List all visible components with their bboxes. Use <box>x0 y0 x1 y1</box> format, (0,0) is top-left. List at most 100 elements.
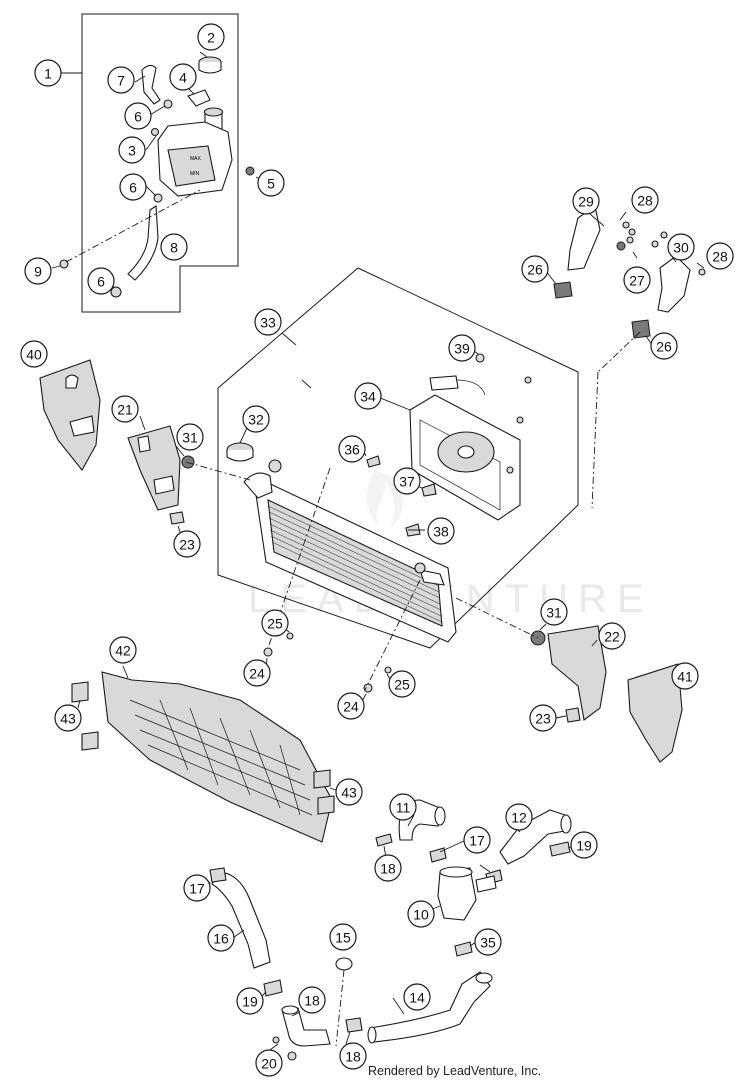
callout-number: 4 <box>179 70 187 86</box>
callout-19: 19 <box>570 831 598 859</box>
callout-18: 18 <box>374 854 402 882</box>
callout-4: 4 <box>169 63 197 91</box>
callout-15: 15 <box>329 923 357 951</box>
callout-14: 14 <box>403 983 431 1011</box>
radiator-grille <box>71 665 337 843</box>
callout-39: 39 <box>448 334 476 362</box>
svg-text:MAX: MAX <box>190 156 202 162</box>
callout-number: 18 <box>304 993 320 1009</box>
left-side-covers <box>39 359 251 538</box>
callout-38: 38 <box>427 517 455 545</box>
callout-number: 29 <box>578 194 594 210</box>
callout-19: 19 <box>236 987 264 1015</box>
callout-6: 6 <box>87 267 115 295</box>
callout-number: 36 <box>344 442 360 458</box>
callout-number: 15 <box>335 930 351 946</box>
callout-number: 14 <box>409 990 425 1006</box>
callout-number: 39 <box>454 341 470 357</box>
callout-number: 30 <box>673 240 689 256</box>
callout-number: 23 <box>535 711 551 727</box>
callout-number: 34 <box>360 389 376 405</box>
callout-26: 26 <box>521 255 549 283</box>
callout-17: 17 <box>183 874 211 902</box>
callout-number: 25 <box>394 677 410 693</box>
radiator <box>243 459 457 643</box>
callout-number: 2 <box>207 30 215 46</box>
callout-3: 3 <box>118 136 146 164</box>
callout-32: 32 <box>242 405 270 433</box>
callout-33: 33 <box>254 308 282 336</box>
callout-number: 1 <box>44 66 52 82</box>
group-1-frame <box>60 13 239 313</box>
callout-31: 31 <box>540 598 568 626</box>
callout-number: 26 <box>527 262 543 278</box>
callout-number: 6 <box>129 180 137 196</box>
callout-number: 7 <box>117 73 125 89</box>
callout-23: 23 <box>529 704 557 732</box>
callout-12: 12 <box>505 803 533 831</box>
group-33-frame <box>217 267 579 649</box>
callout-number: 17 <box>469 833 485 849</box>
callout-number: 18 <box>380 861 396 877</box>
callout-number: 33 <box>260 315 276 331</box>
callout-23: 23 <box>173 530 201 558</box>
callout-18: 18 <box>298 986 326 1014</box>
callout-36: 36 <box>338 435 366 463</box>
callout-7: 7 <box>107 66 135 94</box>
callout-number: 8 <box>170 240 178 256</box>
callout-11: 11 <box>389 793 417 821</box>
callout-number: 22 <box>604 629 620 645</box>
callout-24: 24 <box>337 692 365 720</box>
callout-number: 41 <box>677 669 693 685</box>
callout-number: 28 <box>637 193 653 209</box>
callout-9: 9 <box>24 257 52 285</box>
callout-number: 43 <box>341 785 357 801</box>
callout-number: 32 <box>248 412 264 428</box>
callout-number: 40 <box>26 347 42 363</box>
cooling-fan <box>409 353 532 521</box>
callout-number: 17 <box>189 881 205 897</box>
callout-30: 30 <box>667 233 695 261</box>
coolant-hoses <box>207 799 577 1061</box>
callout-number: 24 <box>343 699 359 715</box>
callout-16: 16 <box>207 924 235 952</box>
radiator-hardware <box>226 347 479 704</box>
callout-37: 37 <box>393 467 421 495</box>
footer-credit: Rendered by LeadVenture, Inc. <box>368 1064 542 1078</box>
callout-10: 10 <box>407 900 435 928</box>
right-side-covers <box>455 597 683 763</box>
callout-number: 43 <box>60 711 76 727</box>
callout-number: 9 <box>34 264 42 280</box>
callout-34: 34 <box>354 382 382 410</box>
callout-number: 18 <box>345 1049 361 1065</box>
callout-26: 26 <box>650 332 678 360</box>
callout-number: 5 <box>267 176 275 192</box>
callout-27: 27 <box>623 266 651 294</box>
callout-number: 35 <box>480 935 496 951</box>
callout-5: 5 <box>257 169 285 197</box>
callout-number: 6 <box>97 274 105 290</box>
callout-40: 40 <box>20 340 48 368</box>
callout-number: 26 <box>656 339 672 355</box>
callout-1: 1 <box>34 59 62 87</box>
callout-24: 24 <box>243 659 271 687</box>
callout-35: 35 <box>474 928 502 956</box>
callout-22: 22 <box>598 622 626 650</box>
callout-number: 10 <box>413 907 429 923</box>
callout-number: 31 <box>546 605 562 621</box>
callout-2: 2 <box>197 23 225 51</box>
expansion-tank: MAX MIN <box>51 51 267 298</box>
callout-29: 29 <box>572 187 600 215</box>
callout-43: 43 <box>54 704 82 732</box>
callout-number: 21 <box>117 402 133 418</box>
callout-number: 3 <box>128 143 136 159</box>
callout-number: 27 <box>629 273 645 289</box>
callout-25: 25 <box>388 670 416 698</box>
callout-number: 28 <box>712 249 728 265</box>
callout-number: 11 <box>396 800 411 816</box>
callout-8: 8 <box>160 233 188 261</box>
callout-28: 28 <box>706 242 734 270</box>
callout-6: 6 <box>119 173 147 201</box>
